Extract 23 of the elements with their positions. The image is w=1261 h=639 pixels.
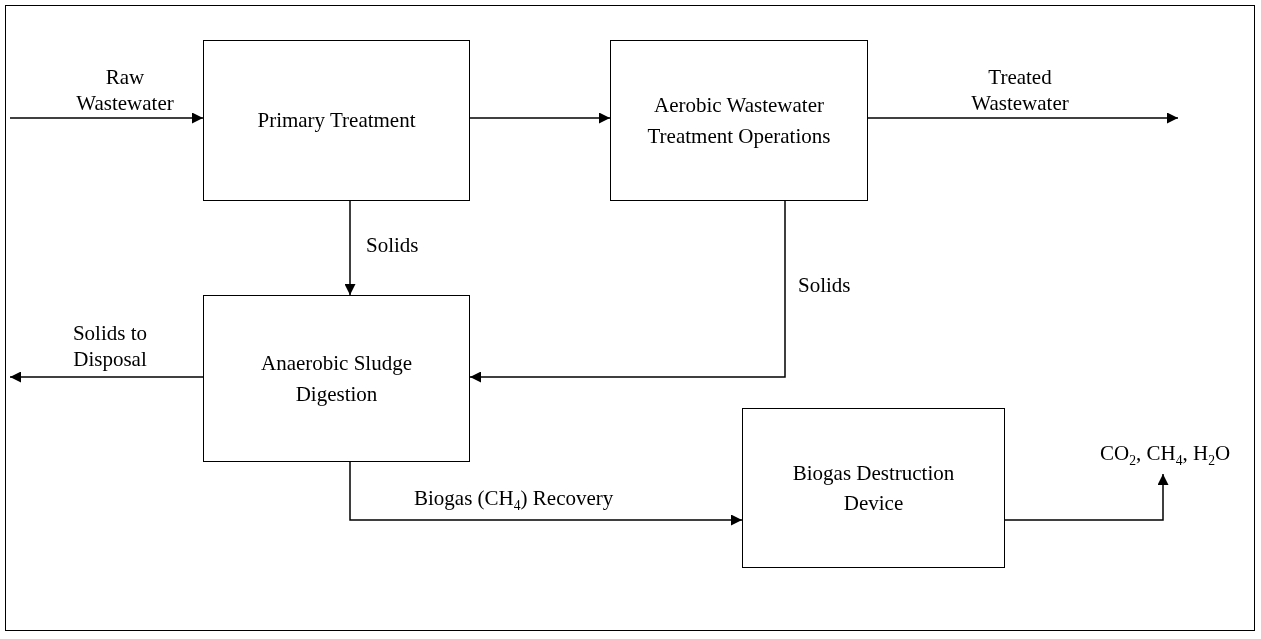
process-box (742, 408, 1005, 568)
arrow (469, 112, 611, 124)
edge-label: Raw Wastewater (75, 64, 175, 117)
edge-label: Solids to Disposal (71, 320, 149, 373)
arrow (9, 371, 204, 383)
process-box (203, 295, 470, 462)
arrow (344, 200, 356, 296)
box-label: Primary Treatment (257, 107, 416, 135)
edge-label: Treated Wastewater (970, 64, 1070, 117)
arrow (9, 112, 204, 124)
arrow (1004, 473, 1169, 521)
arrow (469, 200, 786, 383)
edge-label: CO$_{2}$, CH$_{4}$, H$_{2}$O (1100, 440, 1232, 470)
edge-label: Solids (798, 272, 852, 299)
process-box (610, 40, 868, 201)
arrow (867, 112, 1179, 124)
arrow (349, 461, 743, 526)
edge-label: Solids (366, 232, 420, 259)
box-label: Aerobic Wastewater Treatment Operations (647, 92, 831, 150)
process-box (203, 40, 470, 201)
edge-label: Biogas (CH$_{4}$) Recovery (414, 485, 615, 515)
box-label: Anaerobic Sludge Digestion (259, 350, 413, 408)
box-label: Biogas Destruction Device (791, 459, 956, 517)
